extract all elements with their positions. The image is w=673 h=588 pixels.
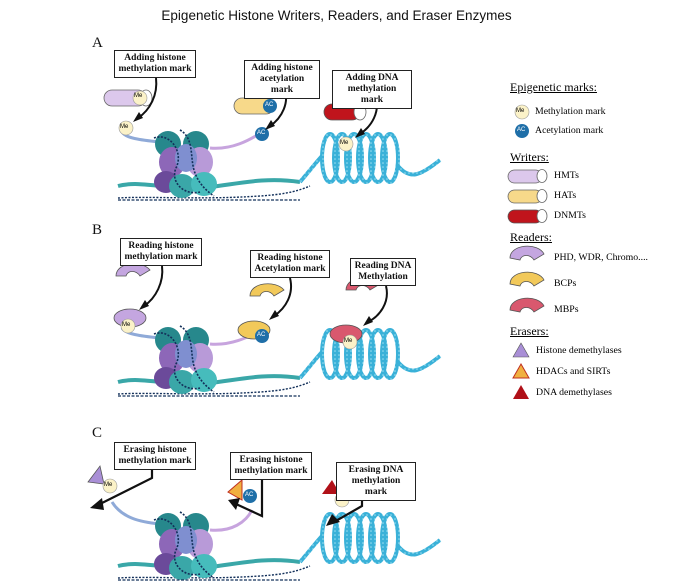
me-mark-label: Me <box>120 124 129 130</box>
panel-c-letter: C <box>92 425 103 441</box>
legend-eraser-histone-demethylases: Histone demethylases <box>536 345 622 356</box>
panel-b-letter: B <box>92 222 103 238</box>
legend-reader-mbps: MBPs <box>554 304 579 315</box>
legend-eraser-hdacs: HDACs and SIRTs <box>536 366 611 377</box>
panel-a-letter: A <box>92 35 103 51</box>
callout-reading-histone-methylation: Reading histone methylation mark <box>120 238 202 266</box>
eraser-orange-c <box>227 478 243 501</box>
legend-graphics <box>507 104 548 399</box>
legend-hmts: HMTs <box>554 170 579 181</box>
me-mark-label: Me <box>104 482 113 488</box>
dna-coil-a <box>298 132 442 184</box>
ac-mark-label: AC <box>245 492 254 498</box>
callout-reading-dna-methylation: Reading DNA Methylation <box>350 258 416 286</box>
figure-title: Epigenetic Histone Writers, Readers, and… <box>161 8 512 23</box>
callout-reading-histone-acetylation: Reading histone Acetylation mark <box>250 250 330 278</box>
callout-erasing-histone-methylation: Erasing histone methylation mark <box>114 442 196 470</box>
me-mark-label: Me <box>344 338 353 344</box>
hat-writer-a <box>233 97 277 115</box>
eraser-purple-c <box>87 465 105 485</box>
legend-reader-bcps: BCPs <box>554 278 577 289</box>
ac-mark-label: AC <box>257 332 266 338</box>
ac-mark-label: AC <box>257 130 266 136</box>
legend-ac-label: AC <box>517 127 526 133</box>
callout-adding-histone-acetylation: Adding histone acetylation mark <box>244 60 320 99</box>
dna-coil-c <box>298 512 442 564</box>
reader-purple-free <box>115 263 151 277</box>
dna-coil-b <box>298 328 442 380</box>
legend-reader-phd: PHD, WDR, Chromo.... <box>554 252 648 263</box>
legend-erasers-heading: Erasers: <box>510 324 549 338</box>
callout-erasing-dna-methylation: Erasing DNA methylation mark <box>336 462 416 501</box>
legend-hats: HATs <box>554 190 577 201</box>
legend-readers-heading: Readers: <box>510 230 552 244</box>
reader-yellow-free <box>249 283 285 297</box>
panel-b-art <box>113 263 442 397</box>
legend-acetylation: Acetylation mark <box>535 125 604 136</box>
callout-adding-dna-methylation: Adding DNA methylation mark <box>332 70 412 109</box>
callout-erasing-histone-acetylation: Erasing histone methylation mark <box>230 452 312 480</box>
legend-marks-heading: Epigenetic marks: <box>510 80 597 94</box>
eraser-red-c <box>322 480 340 494</box>
legend-me-label: Me <box>516 108 525 114</box>
ac-mark-label: AC <box>265 102 274 108</box>
legend-writers-heading: Writers: <box>510 150 549 164</box>
legend-dnmts: DNMTs <box>554 210 586 221</box>
me-mark-label: Me <box>122 322 131 328</box>
me-mark-label: Me <box>340 140 349 146</box>
hmt-writer-a <box>103 89 153 107</box>
me-mark-label: Me <box>134 93 143 99</box>
callout-adding-histone-methylation: Adding histone methylation mark <box>114 50 196 78</box>
legend-methylation: Methylation mark <box>535 106 606 117</box>
legend-eraser-dna-demethylases: DNA demethylases <box>536 387 612 398</box>
